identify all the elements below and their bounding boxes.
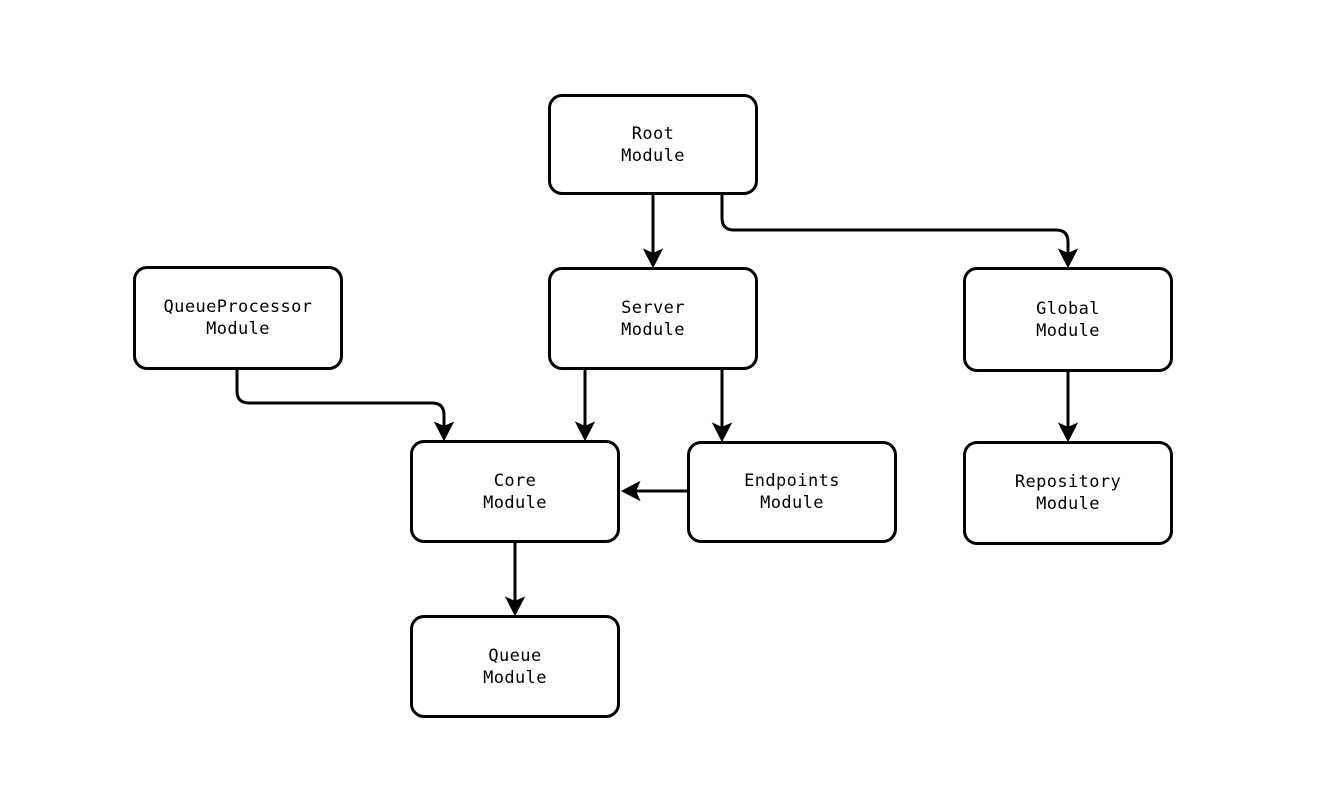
node-queue-module[interactable]: Queue Module	[410, 615, 620, 718]
node-server-module[interactable]: Server Module	[548, 267, 758, 370]
node-label: Global Module	[1036, 298, 1100, 341]
node-core-module[interactable]: Core Module	[410, 440, 620, 543]
node-label: Core Module	[483, 470, 547, 513]
node-global-module[interactable]: Global Module	[963, 267, 1173, 372]
node-endpoints-module[interactable]: Endpoints Module	[687, 441, 897, 543]
edge-root-to-global	[720, 195, 1079, 269]
node-label: Queue Module	[483, 645, 547, 688]
edge-queueprocessor-to-core	[235, 370, 455, 442]
node-root-module[interactable]: Root Module	[548, 94, 758, 195]
node-label: Server Module	[621, 297, 685, 340]
node-label: Repository Module	[1014, 472, 1122, 514]
node-queueprocessor-module[interactable]: QueueProcessor Module	[133, 266, 343, 370]
node-label: QueueProcessor Module	[163, 297, 313, 339]
node-label: Endpoints Module	[744, 471, 840, 513]
node-repository-module[interactable]: Repository Module	[963, 441, 1173, 545]
node-label: Root Module	[621, 123, 685, 166]
